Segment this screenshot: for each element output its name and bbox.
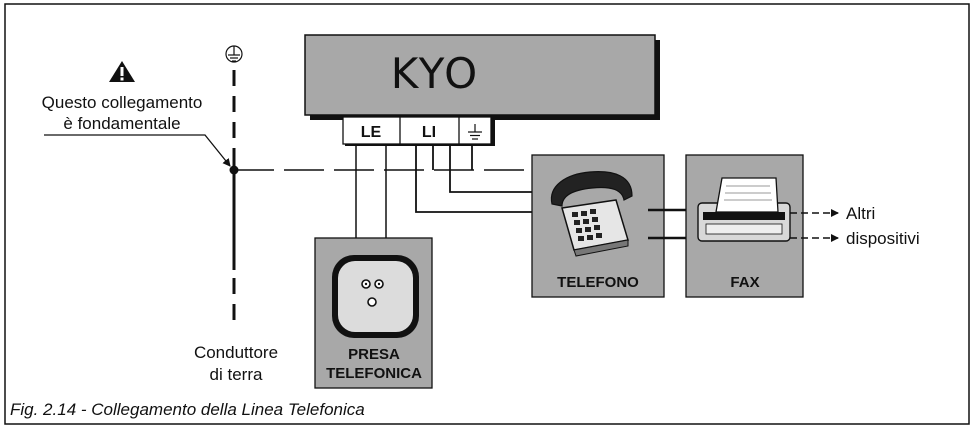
terminal-le-label: LE — [361, 124, 382, 141]
warning-text-line1: Questo collegamento — [42, 93, 203, 112]
fax-box: FAX — [685, 154, 804, 298]
telephone-box: TELEFONO — [531, 154, 665, 298]
ground-icon — [225, 45, 243, 63]
terminal-li-label: LI — [422, 124, 436, 141]
other-devices-line2: dispositivi — [846, 229, 920, 248]
terminal-block: LE LI — [342, 116, 495, 146]
kyo-panel: KYO — [304, 34, 660, 120]
fax-label: FAX — [730, 274, 759, 291]
warning-leader-line — [44, 134, 231, 167]
figure-caption: Fig. 2.14 - Collegamento della Linea Tel… — [10, 400, 365, 419]
socket-label-line1: PRESA — [348, 346, 400, 363]
warning-icon — [109, 61, 135, 82]
ground-conductor-line1: Conduttore — [194, 343, 278, 362]
telephone-socket: PRESA TELEFONICA — [314, 237, 433, 389]
kyo-label: KYO — [391, 49, 479, 98]
socket-label-line2: TELEFONICA — [326, 365, 422, 382]
warning-text-line2: è fondamentale — [63, 114, 180, 133]
ground-conductor-line2: di terra — [210, 365, 263, 384]
telephone-icon — [550, 171, 633, 257]
arrow-icon — [790, 209, 839, 242]
fax-icon — [697, 177, 791, 242]
ground-icon — [468, 124, 482, 140]
other-devices-line1: Altri — [846, 204, 875, 223]
telephone-label: TELEFONO — [557, 274, 639, 291]
li-wires — [415, 144, 540, 213]
diagram-frame — [4, 3, 970, 425]
